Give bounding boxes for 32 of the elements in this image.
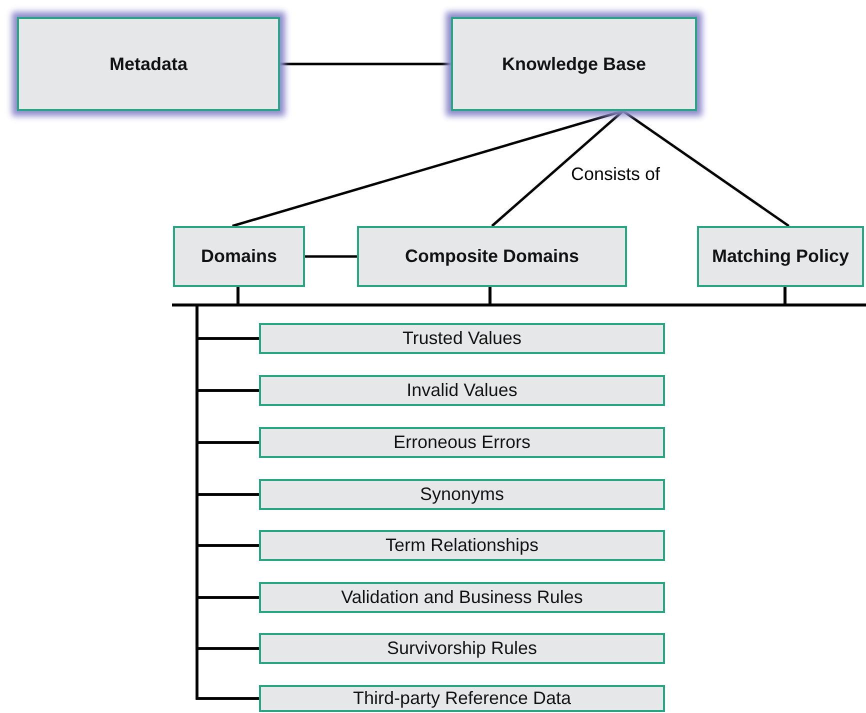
box-label: Third-party Reference Data	[352, 688, 572, 709]
box-label: Trusted Values	[402, 328, 522, 349]
box-label: Matching Policy	[712, 246, 850, 267]
concept-box	[357, 226, 627, 287]
connector-line	[280, 62, 451, 66]
item-box	[259, 323, 665, 354]
box-label: Invalid Values	[406, 380, 518, 401]
item-box	[259, 633, 665, 664]
concept-box	[17, 17, 280, 111]
concept-box	[173, 226, 305, 287]
connector-line	[305, 255, 357, 258]
box-label: Erroneous Errors	[393, 432, 531, 453]
box-label: Knowledge Base	[502, 54, 646, 74]
box-label: Validation and Business Rules	[341, 587, 583, 608]
box-label: Synonyms	[420, 484, 504, 505]
relation-label: Consists of	[571, 164, 660, 185]
item-box	[259, 582, 665, 613]
concept-box	[697, 226, 864, 287]
box-label: Domains	[200, 246, 278, 267]
item-box	[259, 685, 665, 712]
box-label: Term Relationships	[385, 535, 539, 556]
item-box	[259, 375, 665, 406]
concept-box	[451, 17, 697, 111]
item-box	[259, 530, 665, 561]
connector-line	[232, 110, 624, 228]
connector-line	[491, 110, 624, 227]
item-box	[259, 479, 665, 510]
connector-line	[622, 110, 790, 228]
item-box	[259, 427, 665, 458]
box-label: Composite Domains	[404, 246, 580, 267]
box-label: Metadata	[109, 54, 188, 74]
box-label: Survivorship Rules	[386, 638, 538, 659]
